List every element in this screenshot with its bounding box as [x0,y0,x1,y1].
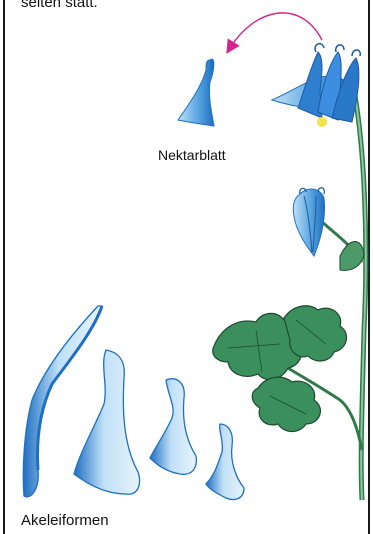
form-short-spur [150,379,196,475]
nectar-leaf-illustration [178,59,214,126]
leaf-illustration [213,306,362,450]
small-leaf-illustration [340,242,364,271]
form-hooked-spur [206,424,244,500]
columbine-forms-label: Akeleiformen [21,512,109,529]
form-medium-spur [74,350,140,494]
columbine-bud-illustration [293,188,324,256]
nectar-leaf-label: Nektarblatt [158,147,226,163]
columbine-flower-illustration [272,44,360,127]
pointer-arrow [230,13,322,48]
columbine-form-illustrations [23,306,244,500]
